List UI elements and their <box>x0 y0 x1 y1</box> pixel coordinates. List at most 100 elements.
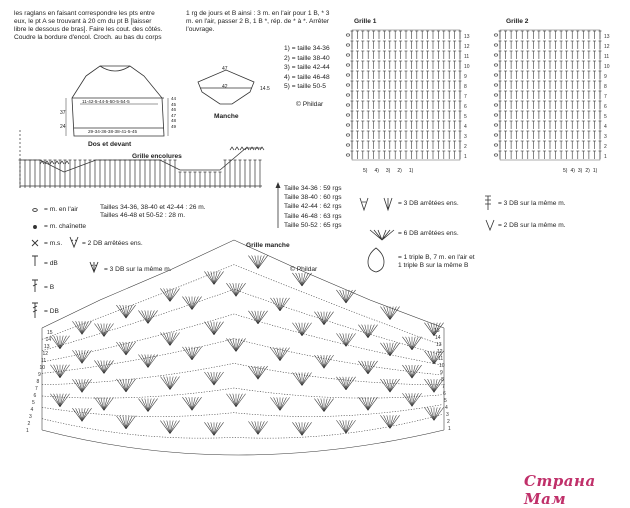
watermark: Страна Мам <box>524 472 596 508</box>
stitch-count: Taille 34-36 : 59 rgs <box>284 185 342 192</box>
intro-line: les raglans en faisant correspondre les … <box>14 10 155 17</box>
size-item: 1) = taille 34-36 <box>284 45 330 52</box>
front-dim-left2: 24 <box>60 124 66 130</box>
svg-text:12: 12 <box>464 44 470 50</box>
svg-text:11: 11 <box>438 356 443 362</box>
svg-text:4: 4 <box>445 405 448 411</box>
intro-line: eux, le pt A se trouvant à 20 cm du pt B… <box>14 18 152 25</box>
sleeve-dim-top: 47 <box>222 66 228 72</box>
size-item: 5) = taille 50-5 <box>284 83 326 90</box>
svg-text:8: 8 <box>37 379 40 385</box>
middle-text: 1 rg de jours et B ainsi : 3 m. en l'air… <box>186 10 329 34</box>
size-item: 3) = taille 42-44 <box>284 64 330 71</box>
svg-text:7: 7 <box>35 386 38 392</box>
legend-item: = m. en l'air <box>44 206 79 213</box>
svg-text:3: 3 <box>29 414 32 420</box>
grille-encolures-title: Grille encolures <box>132 153 182 160</box>
size-item: 2) = taille 38-40 <box>284 54 330 62</box>
svg-text:9: 9 <box>464 74 467 80</box>
svg-text:5: 5 <box>464 114 467 120</box>
svg-text:1: 1 <box>448 426 451 432</box>
legend-item: = DB <box>44 308 59 315</box>
middle-line: l'ouvrage. <box>186 26 215 33</box>
svg-text:2: 2 <box>28 421 31 427</box>
picot-icon <box>367 247 385 273</box>
legend-right-r2a: = 6 DB arrêtées ens. <box>398 230 459 237</box>
svg-text:10: 10 <box>40 365 46 371</box>
legend-right-r1a: = 3 DB arrêtées ens. <box>398 200 459 207</box>
svg-text:7: 7 <box>442 384 445 390</box>
svg-text:3: 3 <box>446 412 449 418</box>
svg-text:1: 1 <box>464 154 467 160</box>
svg-text:3: 3 <box>604 134 607 140</box>
intro-text: les raglans en faisant correspondre les … <box>14 10 162 42</box>
svg-text:15: 15 <box>434 328 440 334</box>
legend-item: = m. chaînette <box>44 223 86 230</box>
svg-text:14: 14 <box>435 335 441 341</box>
intro-line: Coudre la bordure d'encol. Croch. au bas… <box>14 34 162 41</box>
svg-text:14: 14 <box>46 337 52 343</box>
svg-text:10: 10 <box>464 64 470 70</box>
grille-manche-credit: © Phildar <box>290 266 318 273</box>
svg-text:7: 7 <box>604 94 607 100</box>
svg-text:13: 13 <box>464 34 470 40</box>
dec-6-icon <box>369 229 395 241</box>
svg-text:6: 6 <box>443 391 446 397</box>
grille-2-title: Grille 2 <box>506 18 529 25</box>
front-dim-mid: 29-34-36-38-38-41-5-45 <box>88 129 138 134</box>
svg-text:11: 11 <box>41 358 46 364</box>
legend-item: = B <box>44 284 55 291</box>
svg-text:13: 13 <box>436 342 442 348</box>
double-icon <box>32 279 38 292</box>
stitch-count: Taille 38-40 : 60 rgs <box>284 194 342 202</box>
svg-text:5: 5 <box>32 400 35 406</box>
svg-text:10: 10 <box>439 363 445 369</box>
middle-line: 1 rg de jours et B ainsi : 3 m. en l'air… <box>186 10 330 17</box>
half-double-icon <box>32 255 38 266</box>
middle-line: m. en l'air, passer 2 B, 1 B *, rép. de … <box>186 18 330 25</box>
svg-text:5: 5 <box>604 114 607 120</box>
svg-text:13: 13 <box>604 34 610 40</box>
chain-icon <box>32 208 38 212</box>
svg-text:11: 11 <box>464 54 469 60</box>
svg-text:12: 12 <box>437 349 443 355</box>
svg-text:2: 2 <box>464 144 467 150</box>
intro-line: libre le dessous de bras]. Faire les cou… <box>14 26 163 33</box>
grille-1-title: Grille 1 <box>354 18 377 25</box>
legend-pair2: = 3 DB sur la même m. <box>104 266 172 273</box>
grille-manche-title: Grille manche <box>246 242 290 249</box>
front-dim-top: 11-42-5-44-5-50-5-54-5 <box>82 99 130 104</box>
dec-3a-icon <box>359 197 369 212</box>
svg-text:4: 4 <box>604 124 607 130</box>
stitch-count: Taille 42-44 : 62 rgs <box>284 203 342 211</box>
sleeve-dim-right: 14.5 <box>260 86 270 92</box>
svg-text:7: 7 <box>464 94 467 100</box>
sizes-cm-text: Tailles 34-36, 38-40 et 42-44 : 26 m. Ta… <box>100 204 206 219</box>
sleeve-title: Manche <box>214 113 239 120</box>
svg-text:15: 15 <box>47 330 53 336</box>
svg-text:9: 9 <box>440 370 443 376</box>
svg-text:6: 6 <box>464 104 467 110</box>
legend-item: = m.s. <box>44 240 63 247</box>
svg-text:8: 8 <box>464 84 467 90</box>
svg-text:9: 9 <box>38 372 41 378</box>
inc-3-icon <box>89 261 99 274</box>
single-crochet-icon <box>31 239 39 247</box>
inc-2-icon <box>485 219 495 232</box>
legend-right-r2b: = 2 DB sur la même m. <box>498 222 566 229</box>
svg-text:3: 3 <box>464 134 467 140</box>
inc-3a-icon <box>485 195 491 210</box>
triple-icon <box>32 302 38 318</box>
svg-text:2: 2 <box>447 419 450 425</box>
svg-text:8: 8 <box>441 377 444 383</box>
legend-right-r1b: = 3 DB sur la même m. <box>498 200 566 207</box>
svg-text:1: 1 <box>26 428 29 434</box>
dec-2-icon <box>69 236 79 249</box>
